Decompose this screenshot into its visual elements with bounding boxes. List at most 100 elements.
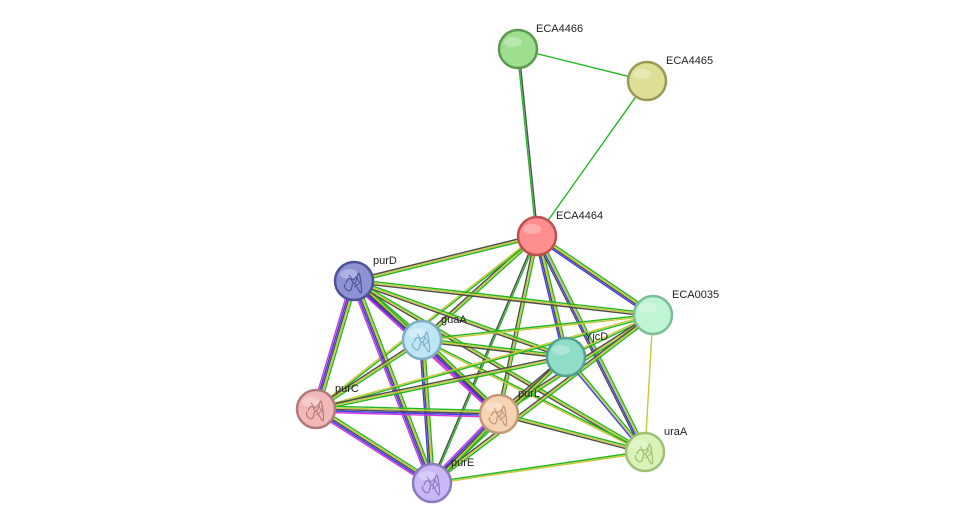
node-highlight [552,345,570,355]
node-circle[interactable] [497,28,539,70]
edge-evidence-line [421,235,538,341]
edge-evidence-line [498,235,538,415]
edge-purD-uraA [352,278,647,455]
edge-guaA-uraA [420,338,647,454]
edge-evidence-line [353,280,567,358]
node-YjcD[interactable]: YjcD [545,331,608,378]
edge-purD-YjcD [352,278,568,360]
node-label: ECA4464 [556,210,603,222]
edge-evidence-line [315,405,500,412]
edge-evidence-line [356,279,436,483]
edge-evidence-line [498,413,646,453]
edge-evidence-line [315,357,568,412]
edge-evidence-line [430,313,653,483]
edge-evidence-line [352,281,567,360]
edge-evidence-line [499,235,540,416]
protein-structure-detail [348,274,361,288]
node-highlight [633,69,651,79]
edge-ECA0035-purC [315,313,654,411]
edge-evidence-line [315,408,433,484]
edge-evidence-line [353,278,568,357]
edge-evidence-line [315,280,355,410]
edge-evidence-line [421,313,654,340]
edge-evidence-line [423,339,436,484]
node-purD[interactable]: purD [333,255,397,302]
node-circle[interactable] [626,60,668,102]
node-purE[interactable]: purE [411,457,474,504]
protein-structure-detail [310,402,323,416]
protein-structure-icon [411,331,431,353]
protein-structure-icon [421,474,441,496]
protein-structure-detail [639,445,652,459]
edge-YjcD-uraA [564,355,647,454]
node-label: YjcD [585,331,608,343]
edge-evidence-line [535,235,566,358]
node-highlight [504,37,522,47]
edge-evidence-line [536,234,655,316]
edge-evidence-line [432,315,655,485]
edge-evidence-line [314,409,432,486]
protein-structure-icon [634,443,654,465]
protein-structure-detail [493,407,506,421]
edge-evidence-line [497,414,646,455]
edge-evidence-line [315,313,654,409]
node-ECA4465[interactable]: ECA4465 [626,55,713,102]
protein-structure-icon [488,405,508,427]
edge-evidence-line [316,406,434,483]
edge-purL-uraA [497,411,647,455]
node-circle[interactable] [401,319,443,361]
edge-evidence-line [313,411,431,487]
edge-evidence-line [352,281,645,455]
node-highlight [485,402,503,412]
node-highlight [408,328,426,338]
edge-evidence-line [351,280,432,485]
node-circle[interactable] [411,462,453,504]
edge-purC-purL [315,405,500,418]
node-circle[interactable] [516,215,558,257]
edge-evidence-line [314,337,422,409]
edge-evidence-line [315,411,500,418]
node-label: purD [373,255,397,267]
edge-evidence-line [535,235,654,317]
edge-evidence-line [353,280,433,484]
node-label: purE [451,457,474,469]
node-uraA[interactable]: uraA [624,426,688,473]
node-circle[interactable] [295,388,337,430]
node-circle[interactable] [478,393,520,435]
node-label: purL [518,388,540,400]
node-purL[interactable]: purL [478,388,540,435]
edge-evidence-line [350,281,430,485]
node-circle[interactable] [624,431,666,473]
node-label: guaA [441,314,467,326]
edge-evidence-line [533,235,565,359]
edge-purC-purE [313,405,435,487]
node-label: ECA0035 [672,289,719,301]
node-label: ECA4465 [666,55,713,67]
node-highlight [631,440,649,450]
edge-evidence-line [431,450,646,483]
node-circle[interactable] [545,336,587,378]
edge-ECA4466-ECA4465 [517,48,648,82]
node-circle[interactable] [632,294,674,336]
edge-purD-purC [312,279,358,411]
edge-evidence-line [316,340,424,412]
node-purC[interactable]: purC [295,383,359,430]
edge-evidence-line [516,48,537,237]
edge-ECA0035-uraA [644,314,654,453]
node-ECA4466[interactable]: ECA4466 [497,23,583,70]
edge-evidence-line [354,278,647,452]
edge-evidence-line [315,409,500,417]
edge-evidence-line [431,452,646,485]
node-guaA[interactable]: guaA [401,314,467,361]
edge-evidence-line [564,357,645,454]
node-circle[interactable] [333,260,375,302]
edge-evidence-line [566,355,647,452]
edge-evidence-line [315,356,567,410]
protein-structure-icon [305,400,325,422]
edge-evidence-line [421,337,567,357]
node-ECA0035[interactable]: ECA0035 [632,289,719,336]
node-label: ECA4466 [536,23,583,35]
edge-ECA4464-ECA0035 [534,233,656,318]
node-ECA4464[interactable]: ECA4464 [516,210,603,257]
